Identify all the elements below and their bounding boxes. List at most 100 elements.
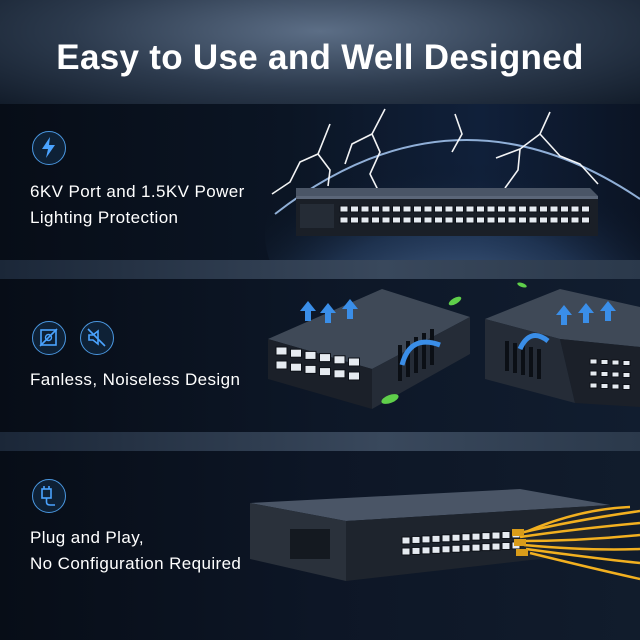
ethernet-port bbox=[481, 543, 491, 552]
ethernet-port bbox=[600, 371, 609, 377]
curved-airflow bbox=[399, 333, 550, 366]
airflow-arrows bbox=[300, 299, 616, 325]
feature-panel-plug-and-play: Plug and Play, No Configuration Required bbox=[0, 451, 640, 640]
right-switch bbox=[485, 289, 640, 407]
ethernet-port bbox=[381, 216, 391, 224]
ethernet-port bbox=[518, 216, 527, 224]
ethernet-port bbox=[431, 534, 441, 543]
ethernet-port bbox=[600, 383, 609, 389]
switch-lightning-illustration bbox=[265, 108, 640, 260]
page-title: Easy to Use and Well Designed bbox=[56, 38, 584, 77]
ethernet-port bbox=[622, 360, 631, 366]
ethernet-port bbox=[290, 348, 302, 358]
vent-grille bbox=[505, 341, 541, 379]
ethernet-port bbox=[319, 353, 331, 363]
ethernet-port bbox=[350, 205, 359, 213]
ethernet-port bbox=[486, 216, 496, 224]
ethernet-port bbox=[491, 531, 501, 540]
ethernet-port bbox=[549, 205, 559, 213]
ethernet-port bbox=[348, 371, 360, 381]
divider bbox=[0, 432, 640, 451]
ethernet-port bbox=[549, 216, 559, 224]
ethernet-port bbox=[304, 350, 317, 360]
ethernet-port bbox=[413, 216, 422, 224]
ethernet-port bbox=[560, 216, 569, 224]
network-switch-body bbox=[296, 188, 598, 236]
ethernet-port bbox=[275, 346, 288, 356]
ethernet-port bbox=[423, 205, 433, 213]
lightning-bolt-icon bbox=[32, 131, 66, 165]
feature-panel-surge-protection: 6KV Port and 1.5KV Power Lighting Protec… bbox=[0, 104, 640, 260]
floating-leaves bbox=[381, 282, 527, 404]
feature-line: Plug and Play, bbox=[30, 528, 144, 547]
ethernet-port bbox=[451, 544, 461, 553]
ethernet-port bbox=[411, 535, 421, 544]
switch-cables-illustration bbox=[250, 489, 640, 581]
ethernet-port bbox=[402, 205, 412, 213]
ethernet-ports bbox=[339, 205, 590, 224]
ethernet-port bbox=[348, 357, 360, 367]
ethernet-port bbox=[339, 216, 349, 224]
ethernet-port bbox=[371, 216, 380, 224]
ethernet-port bbox=[360, 216, 370, 224]
ethernet-port bbox=[465, 205, 475, 213]
ethernet-port bbox=[471, 532, 481, 541]
ethernet-port bbox=[507, 216, 517, 224]
ethernet-cables bbox=[519, 505, 640, 581]
ethernet-port bbox=[401, 547, 411, 556]
ethernet-port bbox=[528, 216, 538, 224]
ethernet-port bbox=[401, 536, 411, 545]
ethernet-port bbox=[539, 216, 548, 224]
ethernet-port bbox=[570, 205, 580, 213]
ethernet-port bbox=[402, 216, 412, 224]
ethernet-port bbox=[611, 383, 620, 390]
ethernet-port bbox=[589, 358, 598, 365]
ethernet-port bbox=[411, 546, 421, 555]
vent-grille bbox=[290, 529, 330, 559]
ethernet-port bbox=[528, 205, 538, 213]
ethernet-port bbox=[581, 205, 590, 213]
ethernet-port bbox=[481, 532, 491, 541]
ethernet-port bbox=[622, 372, 631, 378]
cable-connectors bbox=[512, 529, 528, 556]
ethernet-port bbox=[360, 205, 370, 213]
ethernet-port bbox=[560, 205, 569, 213]
ethernet-port bbox=[461, 533, 471, 542]
feature-panel-fanless: Fanless, Noiseless Design bbox=[0, 279, 640, 432]
ethernet-ports bbox=[589, 358, 631, 390]
feature-line: Fanless, Noiseless Design bbox=[30, 370, 241, 389]
ethernet-port bbox=[444, 216, 454, 224]
ethernet-port bbox=[304, 364, 317, 374]
feature-line: No Configuration Required bbox=[30, 554, 242, 573]
fanless-switch-illustration bbox=[268, 282, 640, 409]
ethernet-port bbox=[339, 205, 349, 213]
divider bbox=[0, 260, 640, 279]
feature-line: 6KV Port and 1.5KV Power bbox=[30, 182, 245, 201]
ethernet-port bbox=[423, 216, 433, 224]
feature-text-surge: 6KV Port and 1.5KV Power Lighting Protec… bbox=[30, 179, 245, 231]
ethernet-port bbox=[275, 360, 288, 370]
no-fan-icon bbox=[32, 321, 66, 355]
network-switch-body bbox=[250, 489, 610, 581]
ethernet-port bbox=[589, 382, 598, 389]
ethernet-port bbox=[451, 533, 461, 542]
mute-speaker-icon bbox=[80, 321, 114, 355]
ethernet-port bbox=[455, 205, 464, 213]
left-switch bbox=[268, 289, 470, 409]
ethernet-port bbox=[611, 359, 620, 366]
ethernet-port bbox=[455, 216, 464, 224]
ethernet-ports bbox=[275, 346, 360, 381]
header-banner: Easy to Use and Well Designed bbox=[0, 0, 640, 104]
ethernet-port bbox=[441, 545, 451, 554]
ethernet-port bbox=[421, 546, 431, 555]
lightning-bolts bbox=[271, 108, 599, 195]
ethernet-port bbox=[350, 216, 359, 224]
feature-text-fanless: Fanless, Noiseless Design bbox=[30, 367, 240, 393]
ethernet-port bbox=[491, 542, 501, 551]
ethernet-port bbox=[444, 205, 454, 213]
ethernet-port bbox=[497, 216, 506, 224]
ethernet-port bbox=[434, 216, 443, 224]
ethernet-port bbox=[290, 362, 302, 372]
ethernet-port bbox=[413, 205, 422, 213]
